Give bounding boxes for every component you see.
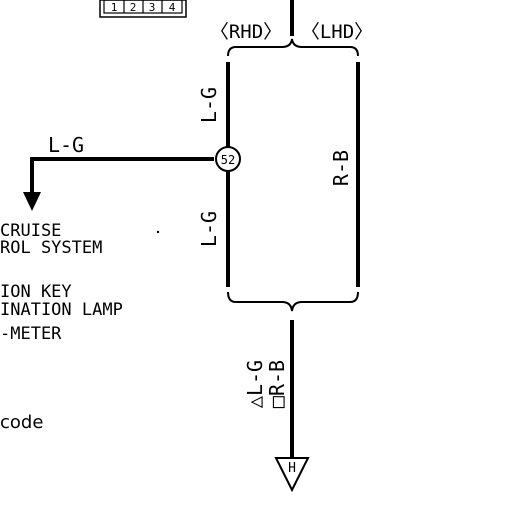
splice-id: 52 — [221, 153, 235, 167]
terminal-label: H — [288, 461, 296, 476]
destination-line-1: CRUISE — [0, 221, 61, 241]
lhd-label: 〈LHD〉 — [301, 21, 373, 43]
destination-line-4: ION KEY — [0, 282, 72, 302]
bottom-brace — [227, 291, 359, 312]
lhd-wire-label: R-B — [329, 150, 353, 186]
output-lhd-wire-label: □R-B — [265, 360, 289, 408]
rhd-lower-wire-label: L-G — [197, 211, 221, 247]
output-rhd-wire-label: △L-G — [243, 360, 267, 408]
rhd-upper-wire-label: L-G — [197, 87, 221, 123]
splice-point-icon — [215, 146, 241, 172]
top-brace — [227, 38, 359, 57]
connector-pin-3: 3 — [149, 1, 156, 14]
connector-pin-2: 2 — [130, 1, 137, 14]
connector-pin-1: 1 — [111, 1, 118, 14]
branch-arrow-icon — [23, 192, 41, 211]
rhd-label: 〈RHD〉 — [210, 21, 282, 43]
branch-wire-label: L-G — [48, 133, 84, 157]
connector-outline — [99, 0, 187, 18]
terminal-triangle-icon — [274, 457, 310, 493]
destination-line-2: ROL SYSTEM — [0, 238, 102, 258]
destination-line-5: INATION LAMP — [0, 300, 123, 320]
code-legend-text: code — [0, 412, 43, 433]
connector-block: 1 2 3 4 — [99, 0, 187, 18]
stray-mark — [156, 230, 160, 234]
destination-line-6: -METER — [0, 324, 62, 344]
connector-pin-4: 4 — [169, 1, 176, 14]
